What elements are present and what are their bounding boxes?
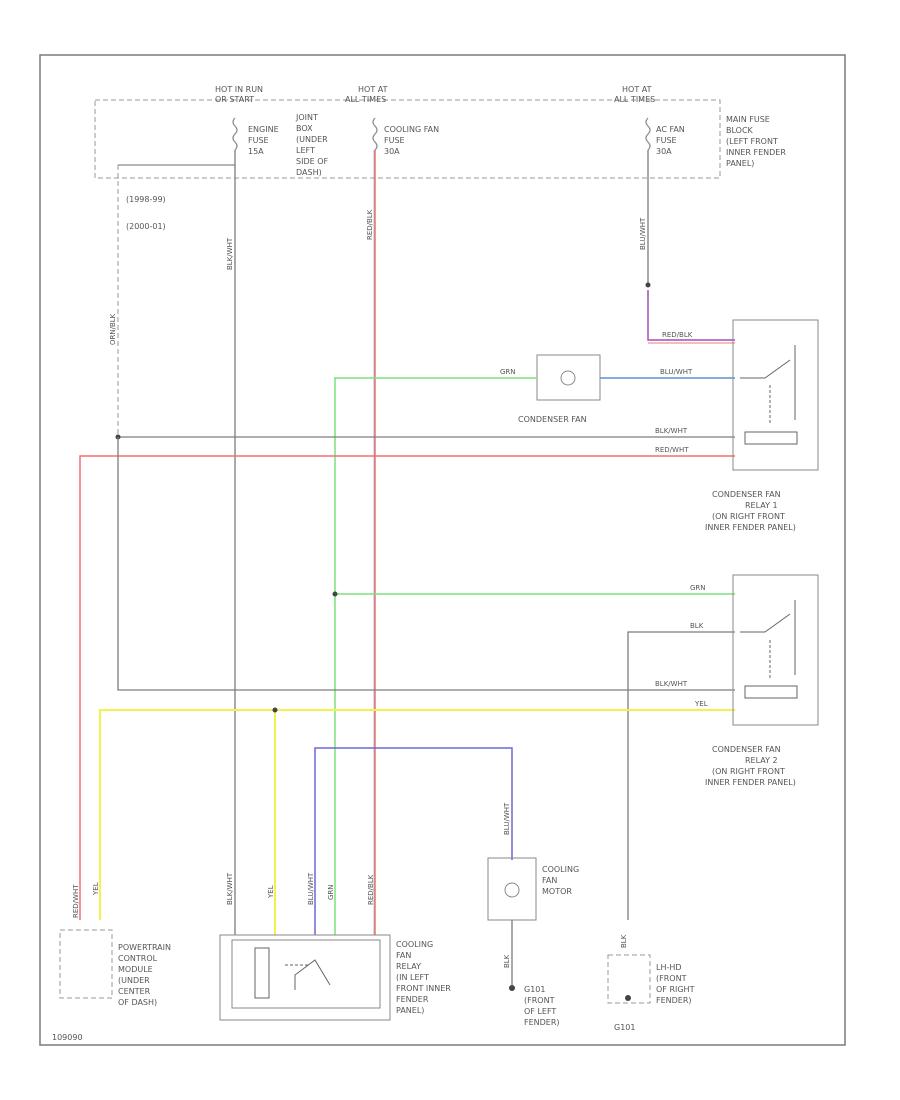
label-relay-red-blk: RED/BLK <box>367 874 375 905</box>
label-wire-yel: YEL <box>694 700 708 708</box>
fuse-block-outline <box>94 99 721 179</box>
ac-fan-fuse-icon <box>645 117 651 151</box>
label-g101: G101 (FRONT OF LEFT FENDER) <box>524 985 560 1027</box>
label-cooling-fan-fuse: COOLING FAN FUSE 30A <box>384 125 442 156</box>
label-relay-2: CONDENSER FAN RELAY 2 (ON RIGHT FRONT IN… <box>705 745 796 787</box>
lhd-ground-box <box>607 954 651 1004</box>
label-wire-ac-feed: BLU/WHT <box>639 217 647 250</box>
relay-1-switch-icon <box>740 359 791 379</box>
label-wire-grn: GRN <box>500 368 516 376</box>
wire-grn-condenser <box>334 377 537 935</box>
label-wire-blk: BLK <box>690 622 704 630</box>
condenser-fan-motor-icon <box>560 370 576 386</box>
splice-ac-fan <box>645 282 651 288</box>
label-hot-at-1: HOT AT ALL TIMES <box>345 85 390 104</box>
label-relay-blk-wht: BLK/WHT <box>226 872 234 905</box>
label-wire-blu-wht: BLU/WHT <box>660 368 693 376</box>
label-relay-grn: GRN <box>327 884 335 900</box>
wire-yel <box>99 709 735 920</box>
label-wire-motor-blk: BLK <box>503 954 511 968</box>
label-pcm: POWERTRAIN CONTROL MODULE (UNDER CENTER … <box>118 943 174 1007</box>
wire-blu-wht-motor <box>314 747 513 935</box>
label-relay-yel: YEL <box>267 885 275 899</box>
ground-g101-icon <box>509 985 515 991</box>
label-ground-blk: BLK <box>620 934 628 948</box>
relay-2-coil-icon <box>744 685 798 699</box>
cooling-fan-relay-coil-icon <box>254 947 270 999</box>
relay-2-switch-icon <box>740 613 791 633</box>
label-year-2: (2000-01) <box>126 222 166 231</box>
label-relay-1: CONDENSER FAN RELAY 1 (ON RIGHT FRONT IN… <box>705 490 796 532</box>
label-wire-red-blk: RED/BLK <box>662 331 693 339</box>
cooling-fan-relay-outer <box>219 934 391 1021</box>
cooling-fan-fuse-icon <box>372 117 378 151</box>
condenser-fan-relay-1 <box>732 319 819 471</box>
label-g101-bottom: G101 <box>614 1023 635 1032</box>
label-year-1: (1998-99) <box>126 195 166 204</box>
condenser-fan-relay-2 <box>732 574 819 726</box>
label-wire-motor-blu-wht: BLU/WHT <box>503 802 511 835</box>
label-hot-run: HOT IN RUN OR START <box>215 85 266 104</box>
wire-red-wht <box>79 455 735 920</box>
cooling-fan-motor-icon <box>504 882 520 898</box>
ground-lhd-icon <box>625 995 631 1001</box>
splice-yel <box>272 707 278 713</box>
label-engine-fuse: ENGINE FUSE 15A <box>248 125 281 156</box>
label-pcm-yel: YEL <box>92 882 100 896</box>
cooling-fan-motor-box <box>487 857 537 921</box>
label-wire-red-blk-vert: RED/BLK <box>366 209 374 240</box>
condenser-fan-box <box>536 354 601 401</box>
label-wire-blk-wht-vert: BLK/WHT <box>226 237 234 270</box>
label-main-fuse-block: MAIN FUSE BLOCK (LEFT FRONT INNER FENDER… <box>726 115 788 168</box>
relay-1-coil-icon <box>744 431 798 445</box>
label-lhd-ground: LH-HD (FRONT OF RIGHT FENDER) <box>656 963 697 1005</box>
diagram-id-code: 109090 <box>52 1033 83 1042</box>
label-wire-grn-2: GRN <box>690 584 706 592</box>
wire-blk-wht-relay2 <box>117 437 735 691</box>
wire-red-blk-purple <box>647 290 735 341</box>
label-cooling-fan-motor: COOLING FAN MOTOR <box>542 865 582 896</box>
splice-grn <box>332 591 338 597</box>
cooling-fan-relay-switch-icon <box>294 959 331 990</box>
label-relay-blu-wht: BLU/WHT <box>307 872 315 905</box>
label-pcm-red-wht: RED/WHT <box>72 884 80 918</box>
label-wire-blk-wht-1: BLK/WHT <box>655 427 688 435</box>
label-condenser-fan: CONDENSER FAN <box>518 415 587 424</box>
wire-blk-relay2 <box>627 631 735 920</box>
label-wire-red-wht: RED/WHT <box>655 446 689 454</box>
pcm-box <box>59 929 113 999</box>
cooling-fan-relay-inner <box>231 939 381 1009</box>
label-wire-orn-blk: ORN/BLK <box>109 313 117 345</box>
label-cooling-fan-relay: COOLING FAN RELAY (IN LEFT FRONT INNER F… <box>396 940 453 1015</box>
engine-fuse-icon <box>232 117 238 151</box>
label-wire-blk-wht-2: BLK/WHT <box>655 680 688 688</box>
label-ac-fan-fuse: AC FAN FUSE 30A <box>656 125 687 156</box>
diagram-frame <box>39 54 846 1046</box>
label-hot-at-2: HOT AT ALL TIMES <box>614 85 655 104</box>
label-joint-box: JOINT BOX (UNDER LEFT SIDE OF DASH) <box>295 113 331 177</box>
